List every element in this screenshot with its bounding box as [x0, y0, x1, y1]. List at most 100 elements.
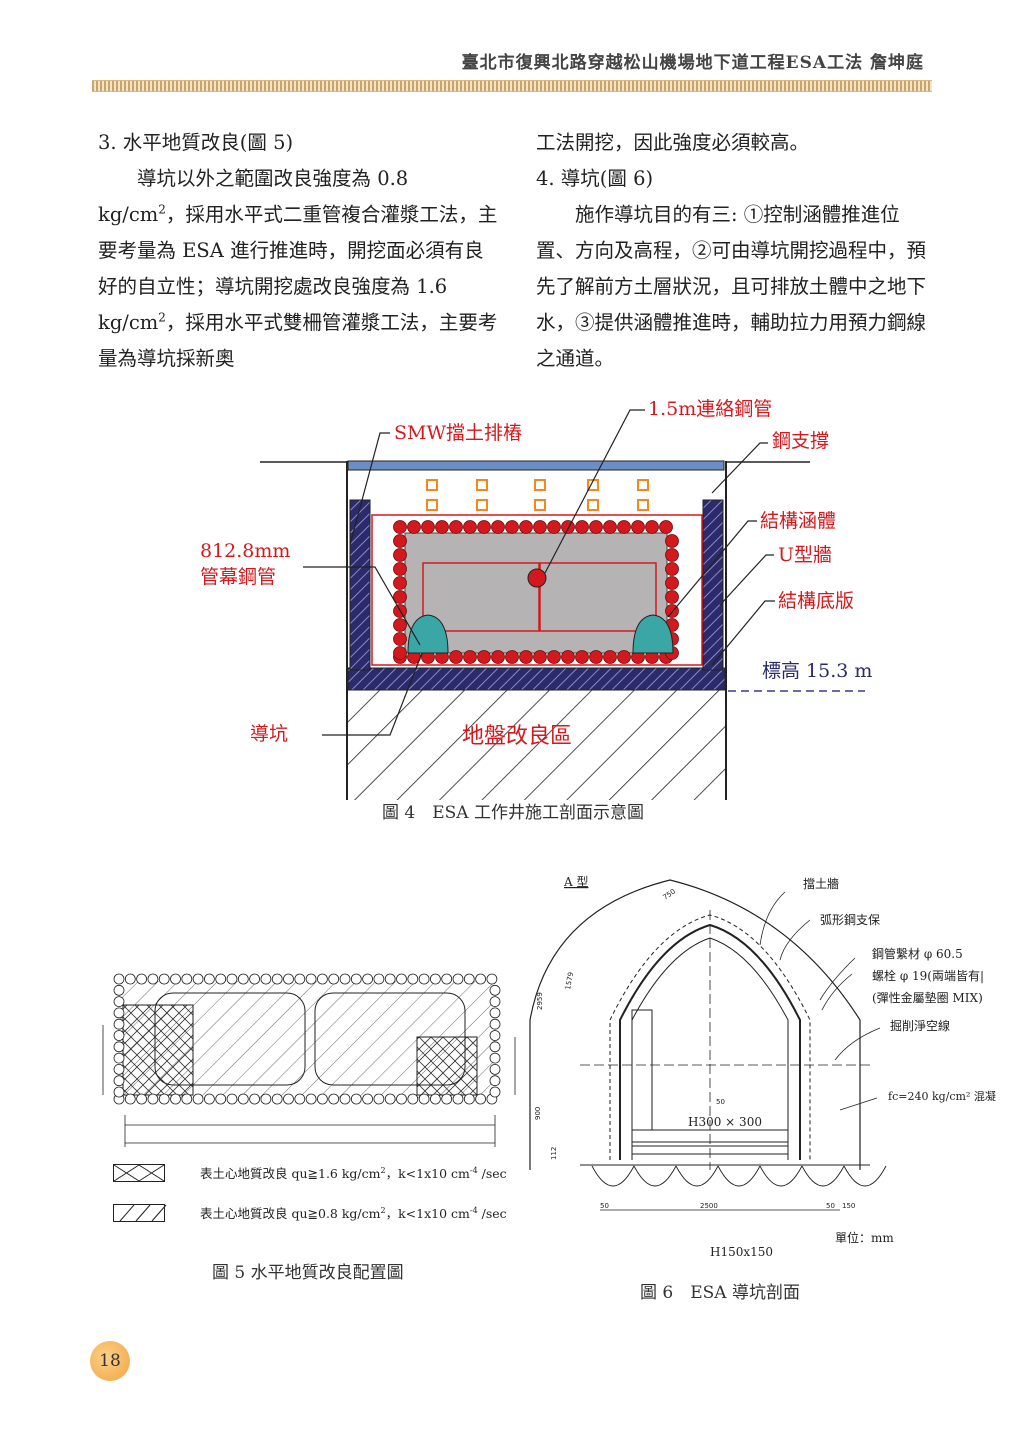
roof-pipe-circle: [489, 1064, 501, 1075]
figure-5-caption: 圖 5 水平地質改良配置圖: [212, 1263, 404, 1283]
foundation-arc: [717, 1165, 761, 1187]
roof-pipe-circle: [489, 1041, 501, 1053]
strut-mark: [637, 479, 649, 491]
roof-pipe-circle: [283, 973, 294, 985]
pipe-curtain-circle: [575, 650, 589, 664]
strut-mark: [476, 479, 488, 491]
dim-50c: 50: [826, 1202, 835, 1210]
pipe-curtain-circle: [477, 520, 491, 534]
roof-pipe-circle: [249, 1093, 261, 1105]
roof-pipe-circle: [489, 1052, 501, 1064]
foundation-arc: [633, 1165, 677, 1187]
roof-pipe-circle: [486, 973, 498, 985]
section-3-continued: 工法開挖，因此強度必須較高。: [536, 131, 810, 154]
pipe-curtain-circle: [659, 520, 673, 534]
legend-item-2: 表土心地質改良 qu≧0.8 kg/cm2，k<1x10 cm-4 /sec: [113, 1203, 507, 1222]
label-pipe-curtain: 管幕鋼管: [200, 566, 276, 588]
pipe-curtain-circle: [533, 650, 547, 664]
pipe-curtain-circle: [519, 650, 533, 664]
strut-mark: [587, 499, 599, 511]
roof-pipe-circle: [181, 1093, 193, 1105]
pipe-curtain-circle: [665, 562, 679, 576]
pipe-curtain-circle: [463, 520, 477, 534]
label-link-pipe: 1.5m連絡鋼管: [648, 398, 772, 420]
dim-900: 900: [534, 1107, 542, 1120]
pipe-curtain-circle: [561, 520, 575, 534]
label-base-slab: 結構底版: [778, 590, 854, 612]
pipe-curtain-circle: [665, 576, 679, 590]
pipe-curtain-circle: [393, 548, 407, 562]
roof-pipe-circle: [305, 973, 317, 985]
running-header: 臺北市復興北路穿越松山機場地下道工程ESA工法 詹坤庭: [461, 53, 924, 73]
pipe-curtain-circle: [393, 618, 407, 632]
pipe-curtain-circle: [491, 520, 505, 534]
pipe-curtain-circle: [393, 590, 407, 604]
roof-pipe-circle: [463, 973, 475, 985]
label-h150: H150x150: [710, 1245, 773, 1259]
strut-mark: [534, 499, 546, 511]
foundation-arc: [801, 1165, 845, 1187]
label-u-wall: U型牆: [778, 544, 832, 566]
roof-pipe-circle: [463, 1093, 475, 1105]
roof-pipe-circle: [113, 1075, 125, 1087]
pipe-roof-circles: [113, 973, 501, 1105]
dim-2500: 2500: [700, 1202, 718, 1210]
pilot-tunnel-left: [407, 614, 449, 654]
dim-50a: 50: [716, 1098, 725, 1106]
roof-pipe-circle: [396, 1093, 407, 1105]
roof-pipe-circle: [226, 973, 238, 985]
pipe-curtain-circle: [393, 534, 407, 548]
section-heading-3: 3. 水平地質改良(圖 5): [98, 131, 294, 154]
label-smw: SMW擋土排樁: [394, 422, 522, 444]
pipe-curtain-circle: [665, 590, 679, 604]
pipe-curtain-circle: [449, 650, 463, 664]
legend-text-2: 表土心地質改良 qu≧0.8 kg/cm2，k<1x10 cm-4 /sec: [200, 1205, 507, 1221]
roof-pipe-circle: [316, 1093, 328, 1105]
roof-pipe-circle: [136, 973, 147, 985]
dim-50b: 50: [600, 1202, 609, 1210]
strut-mark: [426, 499, 438, 511]
pipe-curtain-circle: [589, 520, 603, 534]
pipe-curtain-circle: [617, 650, 631, 664]
label-unit: 單位：mm: [835, 1230, 894, 1245]
section-3-paragraph: 導坑以外之範圍改良強度為 0.8 kg/cm2，採用水平式二重管複合灌漿工法，主…: [98, 167, 498, 370]
roof-pipe-circle: [294, 1093, 306, 1105]
label-ground-improvement: 地盤改良區: [462, 724, 572, 749]
roof-pipe-circle: [181, 973, 193, 985]
pipe-curtain-circle: [631, 520, 645, 534]
foundation-arcs: [591, 1165, 887, 1187]
pipe-curtain: [393, 520, 679, 664]
pipe-curtain-circle: [665, 534, 679, 548]
roof-pipe-circle: [260, 973, 272, 985]
roof-pipe-circle: [316, 973, 328, 985]
pipe-curtain-circle: [505, 520, 519, 534]
label-culvert: 結構涵體: [760, 510, 836, 532]
figure-4-caption: 圖 4 ESA 工作井施工剖面示意圖: [382, 803, 644, 823]
roof-pipe-circle: [237, 1093, 249, 1105]
roof-pipe-circle: [384, 973, 396, 985]
roof-pipe-circle: [147, 1093, 159, 1105]
label-pilot: 導坑: [250, 723, 288, 745]
roof-pipe-circle: [489, 1018, 501, 1030]
dim-2959: 2959: [536, 992, 544, 1010]
pipe-curtain-circle: [603, 650, 617, 664]
pipe-curtain-circle: [435, 520, 449, 534]
pipe-curtain-circle: [491, 650, 505, 664]
dim-150: 150: [842, 1202, 855, 1210]
roof-pipe-circle: [204, 1093, 215, 1105]
strut-mark: [476, 499, 488, 511]
roof-pipe-circle: [237, 973, 249, 985]
roof-pipe-circle: [113, 1007, 125, 1019]
foundation-arc: [759, 1165, 803, 1187]
roof-pipe-circle: [328, 1093, 340, 1105]
label-washer: (彈性金屬墊圈 MIX): [872, 990, 983, 1005]
pipe-curtain-circle: [617, 520, 631, 534]
label-pipe-curtain-size: 812.8mm: [200, 540, 290, 562]
header-rule: [92, 80, 932, 92]
roof-pipe-circle: [260, 1093, 272, 1105]
roof-pipe-circle: [158, 973, 170, 985]
label-beam: H300 × 300: [688, 1115, 762, 1129]
roof-pipe-circle: [373, 1093, 385, 1105]
roof-pipe-circle: [339, 973, 351, 985]
roof-pipe-circle: [215, 973, 227, 985]
